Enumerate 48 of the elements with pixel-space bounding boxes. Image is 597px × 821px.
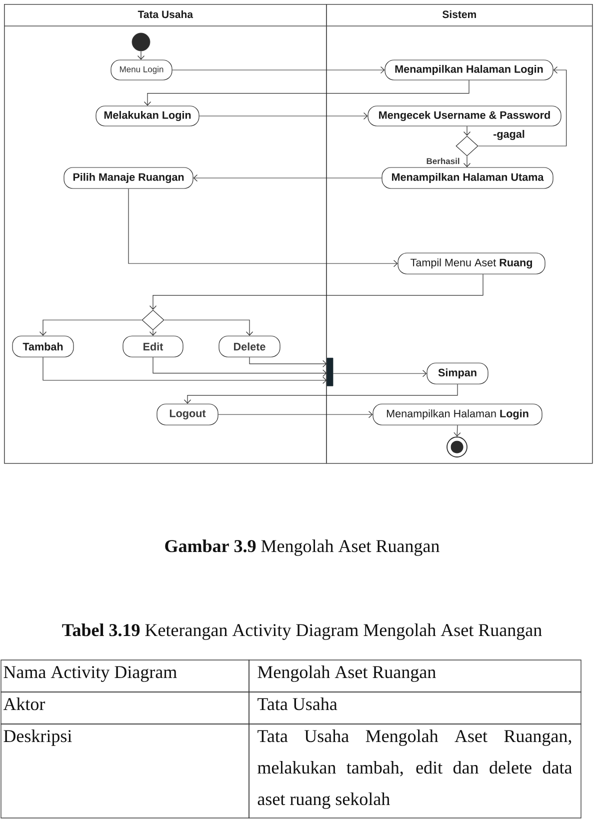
action-box: Tambah <box>12 336 74 358</box>
edge-label: -gagal <box>492 128 526 142</box>
arrow <box>152 357 327 377</box>
arrow <box>144 80 470 106</box>
arrow <box>463 126 471 136</box>
arrow <box>39 320 142 336</box>
caption: Gambar 3.9 Mengolah Aset Ruangan <box>165 540 440 556</box>
decision-diamond <box>456 136 478 156</box>
arrow <box>184 384 458 404</box>
arrow <box>172 66 385 74</box>
table-cell: Tata Usaha <box>248 692 582 724</box>
arrow <box>137 50 145 60</box>
arrow <box>332 370 427 378</box>
decision-diamond <box>142 310 164 330</box>
fork-bar <box>326 358 334 386</box>
action-box: Pilih Manaje Ruangan <box>64 167 194 189</box>
action-box: Logout <box>156 404 218 426</box>
arrow <box>128 188 398 268</box>
action-box: Melakukan Login <box>96 106 200 126</box>
table-cell: Tata Usaha Mengolah Aset Ruangan, melakukan tambah, edit dan delete data aset ruang sekolah <box>248 724 582 818</box>
arrow <box>249 357 327 368</box>
table-title: Tabel 3.19 Keterangan Activity Diagram Mengolah Aset Ruangan <box>62 624 542 640</box>
arrow <box>42 357 327 384</box>
arrow <box>199 112 368 120</box>
start-node <box>132 32 150 52</box>
end-node <box>446 436 468 458</box>
action-box: Menampilkan Halaman Login <box>384 60 554 80</box>
action-box: Mengecek Username & Password <box>368 106 562 126</box>
action-box: Delete <box>218 336 280 358</box>
table-cell: Deskripsi <box>0 724 250 818</box>
arrow <box>149 274 484 310</box>
table-cell: Aktor <box>0 692 250 724</box>
arrow <box>478 66 567 146</box>
edge-label: Berhasil <box>425 156 461 166</box>
table-cell: Nama Activity Diagram <box>0 660 250 692</box>
action-box: Menampilkan Halaman Login <box>372 404 542 426</box>
action-box: Tampil Menu Aset Ruang <box>398 252 546 274</box>
arrow <box>149 330 157 336</box>
arrow <box>164 320 254 336</box>
arrow <box>218 410 373 418</box>
action-box: Simpan <box>426 362 488 384</box>
action-box: Edit <box>122 336 184 358</box>
arrow <box>193 174 382 182</box>
arrow <box>454 425 461 437</box>
action-box: Menu Login <box>110 60 172 80</box>
table-cell: Mengolah Aset Ruangan <box>248 660 582 692</box>
action-box: Menampilkan Halaman Utama <box>382 167 554 189</box>
arrow <box>463 156 471 168</box>
